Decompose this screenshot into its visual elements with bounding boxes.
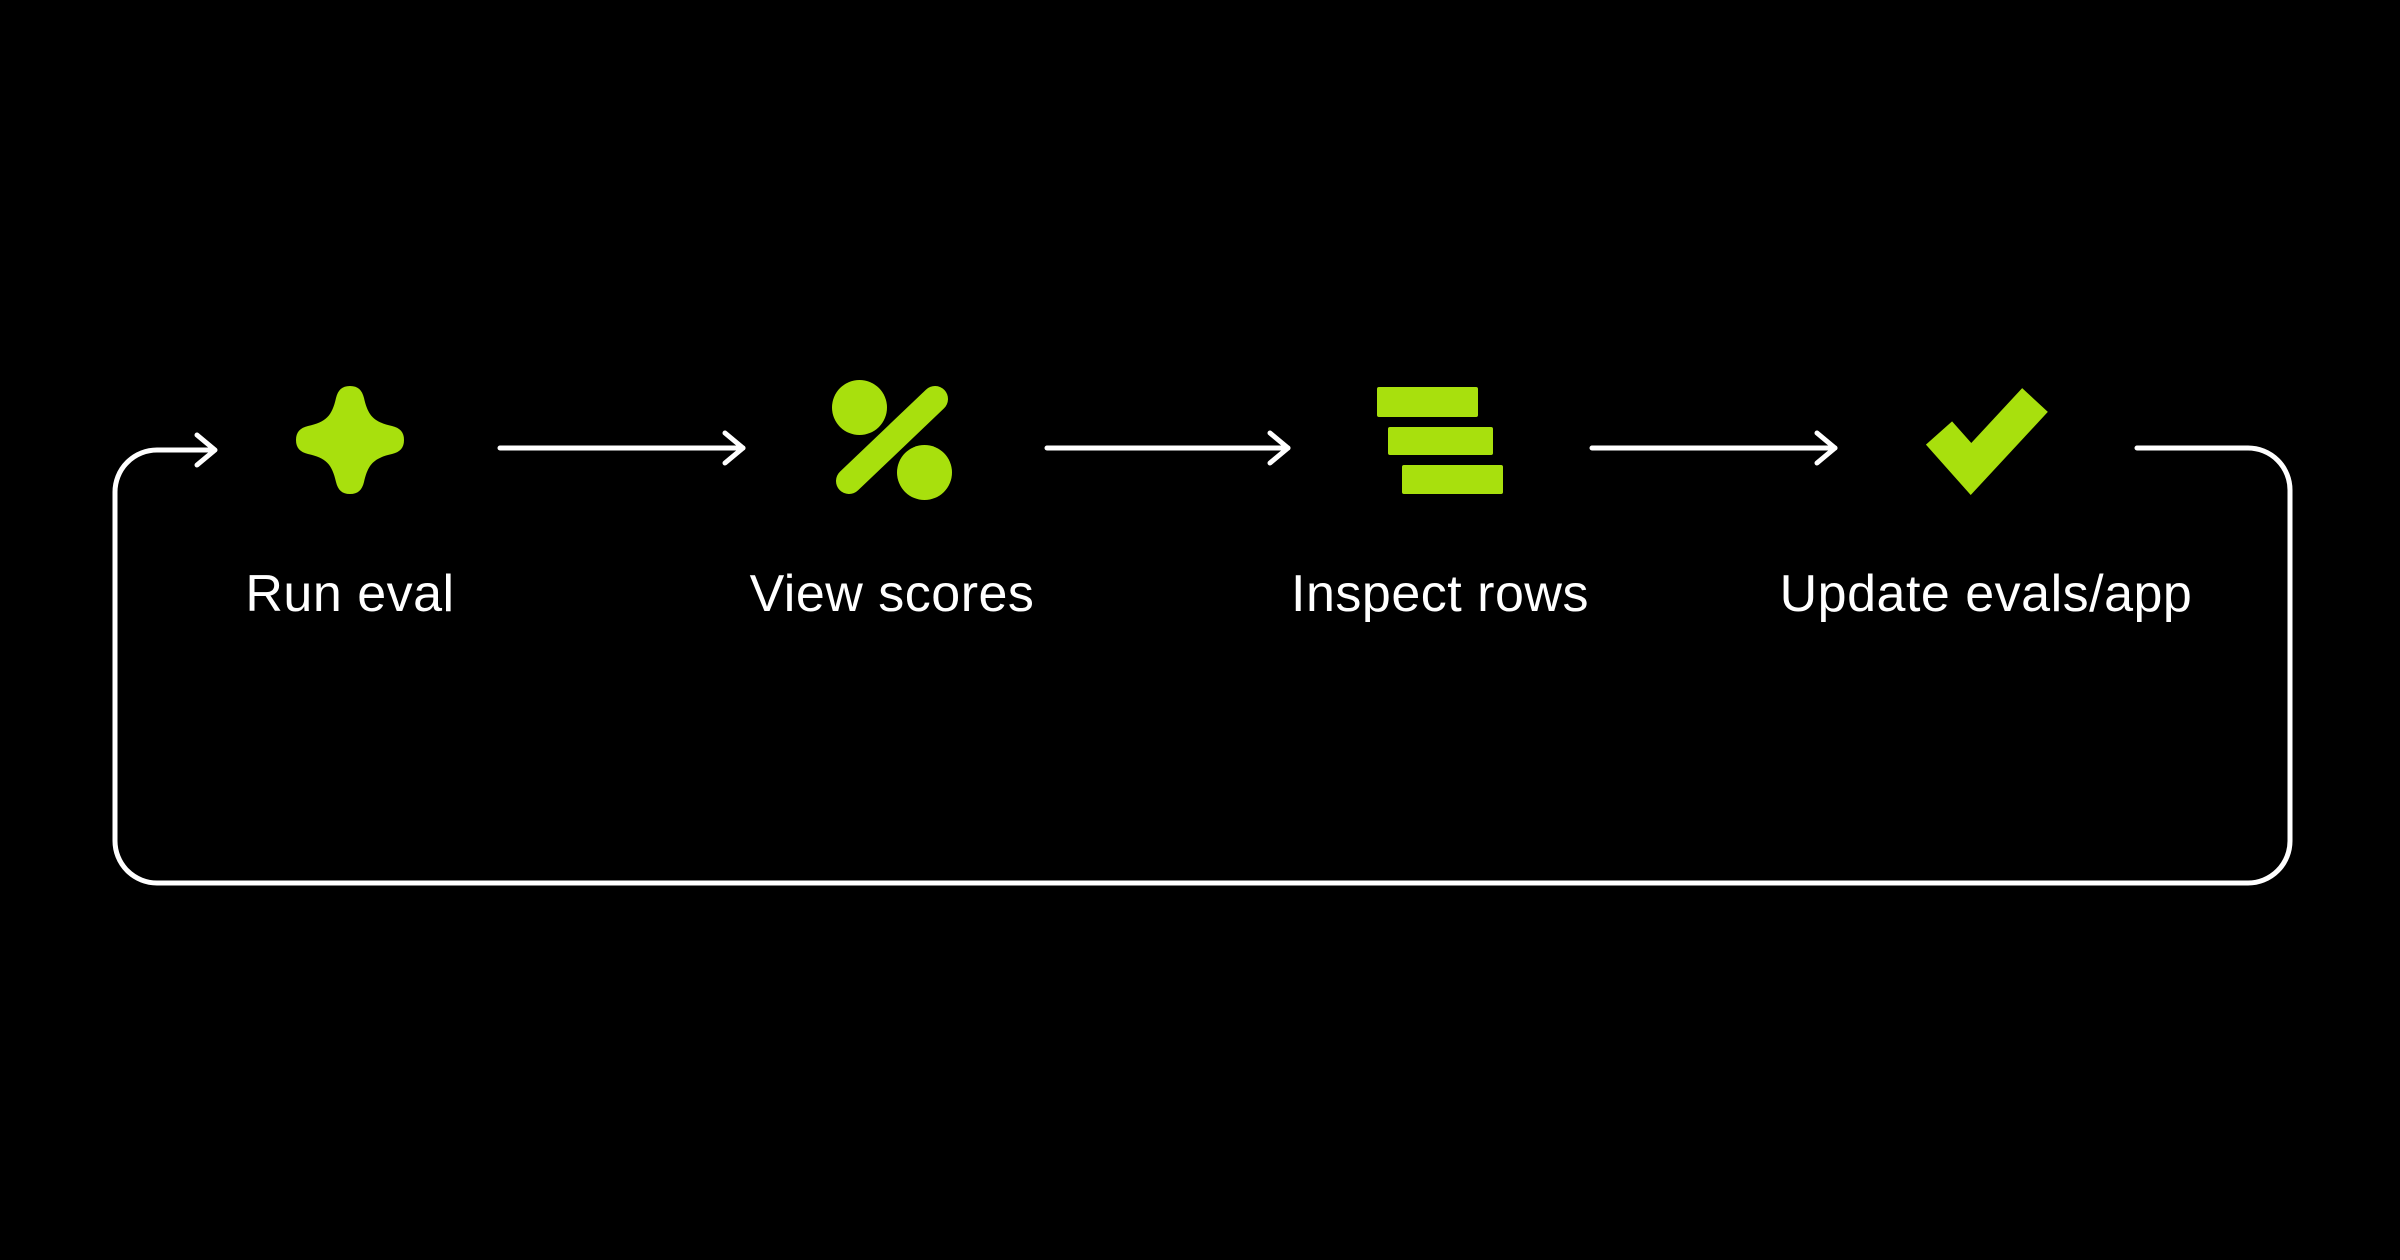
step-run-eval: Run eval [70, 378, 630, 624]
step-label-inspect-rows: Inspect rows [1291, 565, 1589, 623]
arrow-rows-to-update [1589, 430, 1838, 466]
step-label-view-scores: View scores [749, 565, 1035, 623]
step-icon-box [290, 378, 410, 502]
arrow-scores-to-rows [1044, 430, 1291, 466]
loop-back-arrow [112, 432, 2293, 886]
step-icon-box [832, 378, 952, 502]
step-inspect-rows: Inspect rows [1160, 378, 1720, 624]
stacked-rows-icon [1377, 386, 1503, 494]
step-icon-box [1377, 378, 1503, 502]
step-label-update-evals-app: Update evals/app [1779, 565, 2193, 623]
percent-icon [832, 380, 952, 500]
step-update-evals-app: Update evals/app [1706, 378, 2266, 624]
step-label-run-eval: Run eval [245, 565, 455, 623]
step-icon-box [1925, 378, 2048, 502]
step-view-scores: View scores [612, 378, 1172, 624]
sparkle-icon [296, 386, 404, 494]
checkmark-icon [1925, 387, 2048, 495]
arrow-run-to-scores [497, 430, 746, 466]
